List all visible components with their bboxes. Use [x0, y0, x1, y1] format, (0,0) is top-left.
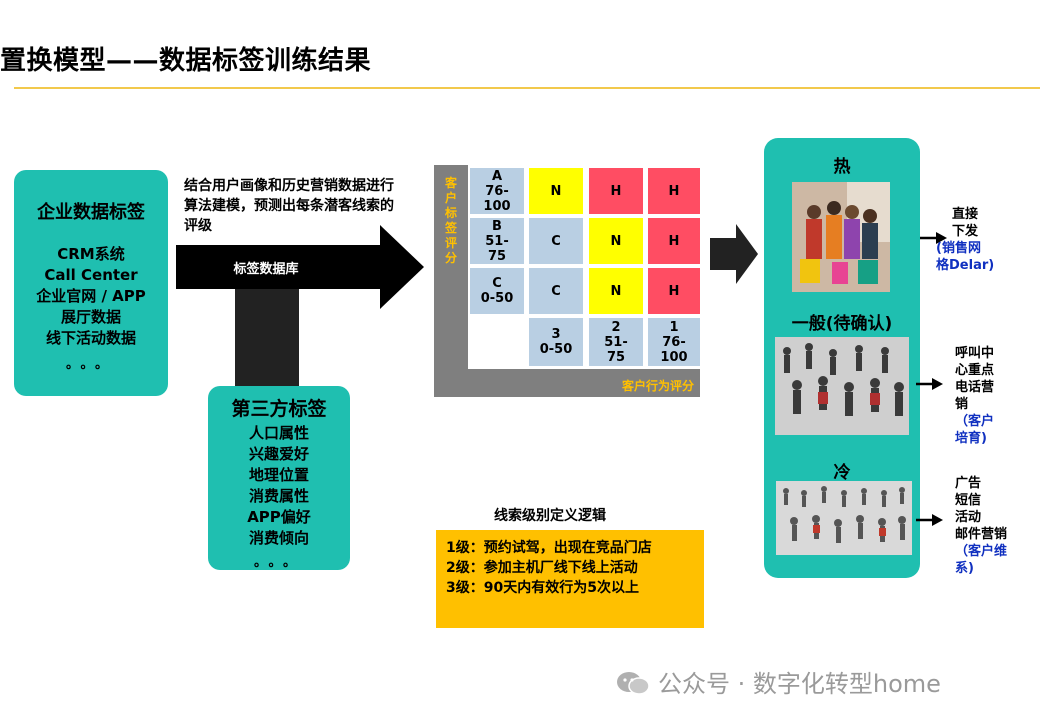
legend-line: 1级：预约试驾，出现在竞品门店	[446, 540, 652, 556]
cold-target-note: （客户维 系)	[955, 544, 1008, 576]
cold-customers-photo	[776, 481, 912, 555]
third-party-item: APP偏好	[247, 508, 311, 526]
enterprise-data-box: 企业数据标签 CRM系统 Call Center 企业官网 / APP 展厅数据…	[14, 170, 168, 396]
legend-title: 线索级别定义逻辑	[494, 508, 606, 524]
normal-target-note: （客户 培育)	[955, 414, 995, 446]
matrix-cell-c-1: H	[648, 268, 700, 314]
row-header-a: A 76- 100	[470, 168, 524, 214]
cold-target-text: 广告 短信 活动 邮件营销	[955, 476, 1008, 542]
enterprise-item: 线下活动数据	[45, 329, 136, 347]
third-party-ellipsis: 。。。	[253, 555, 304, 570]
hot-target-note: (销售网 格Delar)	[936, 241, 995, 273]
database-label: 标签数据库	[233, 262, 299, 277]
matrix-cell-b-3: C	[529, 218, 583, 264]
matrix-cell-a-3: N	[529, 168, 583, 214]
legend-line: 3级：90天内有效行为5次以上	[446, 580, 639, 596]
third-party-box: 第三方标签 人口属性 兴趣爱好 地理位置 消费属性 APP偏好 消费倾向 。。。	[208, 386, 350, 570]
normal-target: 呼叫中 心重点 电话营 销 （客户 培育)	[955, 345, 1035, 447]
matrix-cell-b-1: H	[648, 218, 700, 264]
hot-customers-photo	[792, 182, 890, 292]
third-party-item: 兴趣爱好	[248, 445, 309, 463]
tier-cold-label: 冷	[833, 463, 851, 483]
watermark-text: 公众号 · 数字化转型home	[658, 670, 941, 698]
enterprise-item-list: CRM系统 Call Center 企业官网 / APP 展厅数据 线下活动数据	[14, 244, 168, 349]
matrix-y-axis-label: 客户标签评分	[444, 176, 457, 265]
title-divider	[14, 87, 1040, 89]
cold-target: 广告 短信 活动 邮件营销 （客户维 系)	[955, 475, 1039, 577]
legend-line: 2级：参加主机厂线下线上活动	[446, 560, 638, 576]
enterprise-item: 展厅数据	[60, 308, 121, 326]
third-party-heading: 第三方标签	[231, 398, 327, 420]
third-party-item: 地理位置	[248, 466, 309, 484]
watermark: 公众号 · 数字化转型home	[616, 664, 941, 699]
hot-target: 直接 下发 (销售网 格Delar)	[936, 206, 1032, 274]
row-header-c: C 0-50	[470, 268, 524, 314]
hot-target-arrow	[920, 232, 947, 244]
matrix-cell-c-3: C	[529, 268, 583, 314]
enterprise-ellipsis: 。。。	[65, 357, 116, 372]
matrix-cell-c-2: N	[589, 268, 643, 314]
matrix-x-axis-label: 客户行为评分	[621, 379, 694, 393]
tier-hot-label: 热	[833, 157, 851, 177]
col-header-2: 2 51- 75	[589, 318, 643, 366]
tier-normal-label: 一般(待确认)	[791, 314, 893, 334]
third-party-item: 消费属性	[248, 487, 309, 505]
col-header-1: 1 76- 100	[648, 318, 700, 366]
database-arrow-head	[380, 225, 424, 309]
matrix-cell-a-1: H	[648, 168, 700, 214]
enterprise-item: Call Center	[44, 266, 138, 284]
enterprise-item: CRM系统	[57, 245, 125, 263]
legend-box: 1级：预约试驾，出现在竞品门店 2级：参加主机厂线下线上活动 3级：90天内有效…	[436, 530, 704, 628]
page-title: 置换模型——数据标签训练结果	[0, 46, 372, 76]
third-party-item: 消费倾向	[248, 529, 309, 547]
normal-target-text: 呼叫中 心重点 电话营 销	[955, 346, 995, 412]
hot-target-text: 直接 下发	[952, 207, 979, 239]
model-description: 结合用户画像和历史营销数据进行算法建模，预测出每条潜客线索的评级	[184, 178, 394, 234]
third-party-item-list: 人口属性 兴趣爱好 地理位置 消费属性 APP偏好 消费倾向	[208, 423, 350, 549]
enterprise-item: 企业官网 / APP	[36, 287, 146, 305]
third-party-connector	[235, 289, 299, 387]
row-header-b: B 51- 75	[470, 218, 524, 264]
normal-customers-photo	[775, 337, 909, 435]
normal-target-arrow	[916, 378, 943, 390]
database-arrow-bar	[176, 245, 384, 289]
wechat-icon	[616, 671, 650, 695]
matrix-cell-a-2: H	[589, 168, 643, 214]
third-party-item: 人口属性	[248, 424, 309, 442]
matrix-cell-b-2: N	[589, 218, 643, 264]
col-header-3: 3 0-50	[529, 318, 583, 366]
enterprise-heading: 企业数据标签	[37, 202, 145, 223]
cold-target-arrow	[916, 514, 943, 526]
tier-arrow	[710, 224, 758, 284]
